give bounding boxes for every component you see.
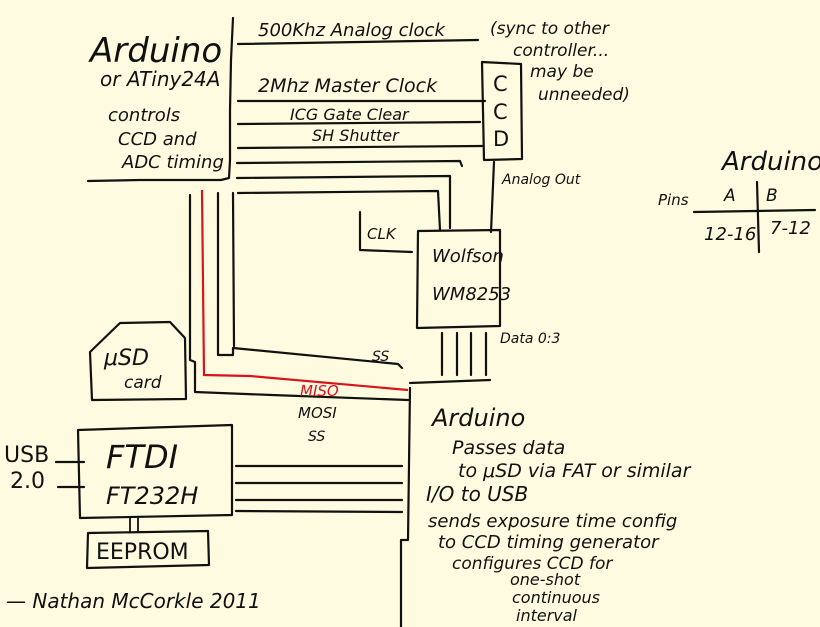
pins-header-b: B	[766, 186, 778, 206]
main-controller-desc-9: interval	[516, 606, 578, 625]
main-controller-title: Arduino	[430, 404, 525, 432]
main-controller-desc-8: continuous	[512, 588, 600, 607]
pins-value-a: 12-16	[704, 224, 756, 245]
ftdi-label-2: FT232H	[106, 482, 198, 510]
adc-label-2: WM8253	[432, 284, 511, 305]
main-controller-block	[399, 386, 412, 627]
ccd-letter-1: C	[493, 72, 508, 96]
main-controller-desc-7: one-shot	[510, 570, 581, 589]
master-clock-label: 2Mhz Master Clock	[258, 75, 438, 97]
main-controller-desc-6: configures CCD for	[452, 554, 613, 574]
pins-value-b: 7-12	[770, 218, 811, 239]
pins-table-title: Arduino	[720, 147, 820, 177]
top-controller-desc-1: controls	[108, 105, 180, 126]
main-controller-desc-4: sends exposure time config	[428, 511, 677, 532]
pins-row-label: Pins	[658, 191, 689, 209]
spi-bus	[188, 189, 492, 402]
sd-card-label-2: card	[124, 373, 162, 393]
top-controller-desc-2: CCD and	[118, 129, 197, 150]
sync-note-2: controller...	[513, 41, 609, 61]
adc-block: Wolfson WM8253	[415, 228, 511, 330]
data-bus-label: Data 0:3	[500, 331, 560, 347]
top-controller-subtitle: or ATiny24A	[100, 67, 220, 91]
adc-label-1: Wolfson	[432, 246, 504, 267]
sync-note-3: may be	[530, 62, 594, 82]
sync-note-1: (sync to other	[490, 19, 610, 39]
ccd-block: C C D	[480, 60, 524, 234]
ccd-letter-3: D	[493, 127, 509, 151]
clk-label: CLK	[367, 225, 397, 243]
top-controller-block: Arduino or ATiny24A controls CCD and ADC…	[86, 16, 235, 183]
top-controller-desc-3: ADC timing	[121, 152, 224, 173]
signal-lines	[235, 38, 487, 232]
icg-label: ICG Gate Clear	[290, 105, 410, 124]
ftdi-label-1: FTDI	[106, 438, 178, 476]
eeprom-block: EEPROM	[85, 517, 211, 570]
analog-out-label: Analog Out	[501, 172, 581, 188]
top-controller-title: Arduino	[88, 31, 222, 71]
eeprom-label: EEPROM	[96, 540, 189, 565]
main-controller-desc-5: to CCD timing generator	[438, 532, 660, 553]
miso-label: MISO	[300, 382, 339, 400]
sync-note-4: unneeded)	[538, 85, 630, 105]
ftdi-block: FTDI FT232H	[76, 423, 234, 520]
ccd-letter-2: C	[493, 100, 508, 124]
analog-clock-label: 500Khz Analog clock	[258, 20, 446, 41]
ss-bottom-label: SS	[308, 429, 325, 445]
pins-table: Arduino Pins A B 12-16 7-12	[658, 147, 820, 254]
main-controller-desc-3: I/O to USB	[426, 482, 528, 506]
signature: — Nathan McCorkle 2011	[6, 589, 261, 613]
mosi-label: MOSI	[298, 404, 337, 422]
usb-label-1: USB	[4, 443, 49, 468]
main-controller-desc-1: Passes data	[452, 437, 565, 459]
main-controller-desc-2: to μSD via FAT or similar	[458, 460, 692, 482]
sd-card-block: μSD card	[88, 320, 188, 402]
shutter-label: SH Shutter	[312, 126, 400, 145]
sd-card-label-1: μSD	[103, 346, 149, 371]
data-bus	[440, 331, 488, 377]
ftdi-bus	[234, 464, 404, 514]
ss-top-label: SS	[372, 349, 389, 365]
usb-label-2: 2.0	[10, 469, 45, 494]
pins-header-a: A	[723, 186, 736, 206]
